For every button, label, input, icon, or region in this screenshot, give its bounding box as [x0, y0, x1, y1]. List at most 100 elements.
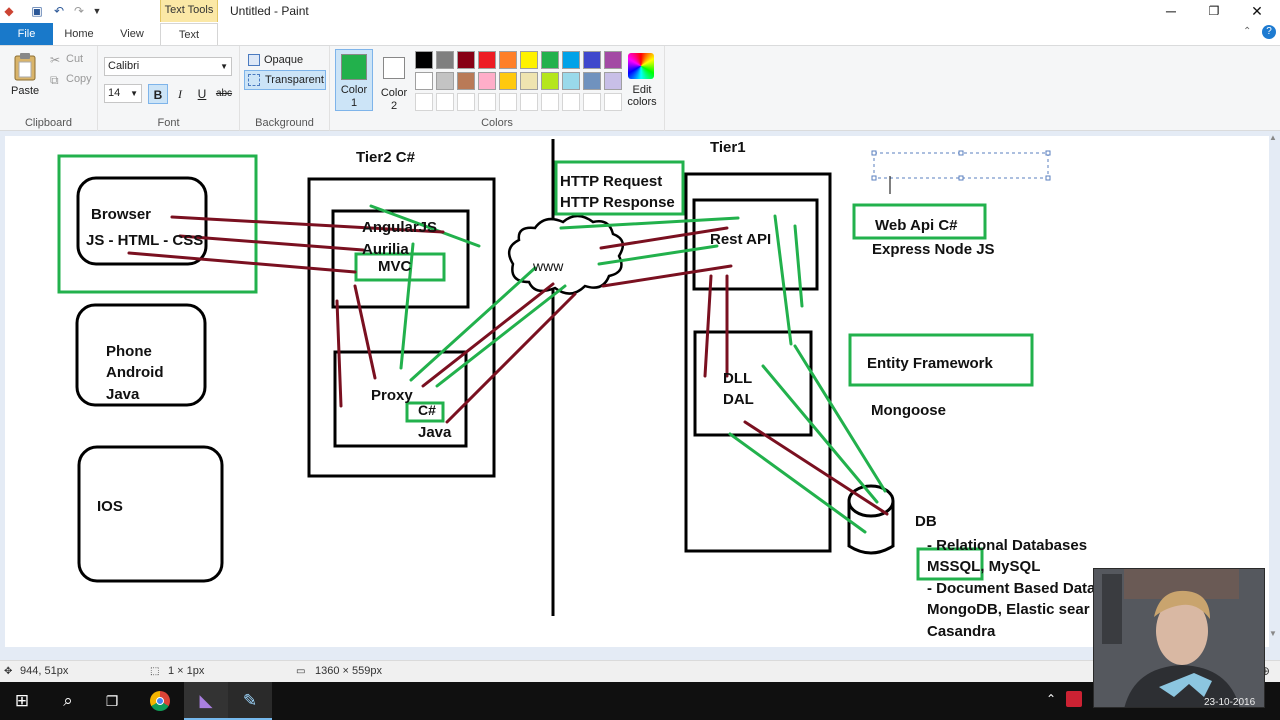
- tab-view[interactable]: View: [120, 28, 144, 40]
- zoom-in-icon[interactable]: ⊕: [1260, 664, 1271, 678]
- drawing-canvas[interactable]: Browser JS - HTML - CSS Phone Android Ja…: [5, 136, 1269, 647]
- palette-swatch[interactable]: [604, 72, 622, 90]
- edit-colors-button[interactable]: Edit colors: [622, 51, 662, 111]
- palette-swatch[interactable]: [415, 72, 433, 90]
- tier1-outer: [684, 172, 832, 553]
- save-icon[interactable]: ▣: [31, 4, 43, 18]
- tab-file[interactable]: File: [0, 23, 53, 45]
- edit-colors-label2: colors: [627, 96, 657, 108]
- paint-taskbar-icon[interactable]: ✎: [228, 682, 272, 720]
- italic-button[interactable]: I: [178, 87, 182, 101]
- close-icon[interactable]: ✕: [1251, 3, 1263, 19]
- csharp-green-box: [405, 401, 445, 423]
- palette-swatch[interactable]: [415, 51, 433, 69]
- palette-empty-swatch[interactable]: [436, 93, 454, 111]
- label-tier1: Tier1: [710, 139, 746, 156]
- palette-empty-swatch[interactable]: [562, 93, 580, 111]
- palette-empty-swatch[interactable]: [541, 93, 559, 111]
- color1-button[interactable]: Color 1: [335, 49, 373, 111]
- palette-swatch[interactable]: [499, 51, 517, 69]
- browser-box: [76, 176, 208, 266]
- tray-app-icon[interactable]: [1066, 691, 1082, 707]
- font-family-value: Calibri: [108, 60, 140, 72]
- opaque-button[interactable]: Opaque: [246, 51, 326, 69]
- copy-icon[interactable]: ⧉: [50, 73, 59, 87]
- palette-empty-swatch[interactable]: [583, 93, 601, 111]
- quick-access-dropdown-icon[interactable]: ▼: [92, 6, 102, 16]
- rainbow-icon: [628, 53, 654, 79]
- minimize-icon[interactable]: ─: [1166, 3, 1176, 19]
- tray-chevron-up-icon[interactable]: ⌃: [1046, 692, 1057, 706]
- tab-home[interactable]: Home: [64, 28, 94, 40]
- scroll-up-icon[interactable]: ▲: [1269, 133, 1277, 142]
- mvc-green-box: [354, 252, 446, 282]
- undo-icon[interactable]: ↶: [53, 4, 65, 18]
- webapi-green-box: [852, 203, 987, 240]
- windows-start-icon[interactable]: ⊞: [14, 691, 30, 710]
- color2-label: Color: [380, 87, 408, 99]
- label-proxy: Proxy: [371, 387, 413, 404]
- palette-empty-swatch[interactable]: [478, 93, 496, 111]
- chrome-icon[interactable]: [138, 682, 182, 720]
- paste-button[interactable]: Paste: [11, 85, 40, 97]
- collapse-ribbon-icon[interactable]: ⌃: [1243, 26, 1252, 37]
- restore-icon[interactable]: ❐: [1208, 4, 1220, 18]
- cut-button[interactable]: Cut: [66, 53, 84, 65]
- search-icon[interactable]: ⌕: [63, 691, 73, 710]
- label-mongoose: Mongoose: [871, 402, 946, 419]
- font-group: Calibri ▼ 14 ▼ B I U abc Font: [98, 46, 240, 132]
- palette-swatch[interactable]: [583, 51, 601, 69]
- bold-button[interactable]: B: [148, 84, 168, 104]
- transparent-button[interactable]: Transparent: [244, 70, 326, 90]
- label-mongodb: MongoDB, Elastic sear: [927, 601, 1090, 618]
- font-size-select[interactable]: 14 ▼: [104, 84, 142, 103]
- palette-swatch[interactable]: [520, 72, 538, 90]
- palette-swatch[interactable]: [541, 51, 559, 69]
- ios-box: [77, 445, 224, 583]
- palette-swatch[interactable]: [562, 72, 580, 90]
- palette-swatch[interactable]: [478, 51, 496, 69]
- edit-colors-label: Edit: [632, 84, 652, 96]
- palette-swatch[interactable]: [604, 51, 622, 69]
- palette-swatch[interactable]: [436, 72, 454, 90]
- cut-icon[interactable]: ✂: [50, 53, 61, 67]
- transparent-label: Transparent: [265, 74, 324, 86]
- palette-empty-swatch[interactable]: [457, 93, 475, 111]
- font-family-select[interactable]: Calibri ▼: [104, 57, 232, 76]
- label-java-proxy: Java: [418, 424, 452, 441]
- tab-text[interactable]: Text: [160, 23, 218, 45]
- label-dll: DLL: [723, 370, 753, 387]
- task-view-icon[interactable]: ❐: [105, 693, 119, 709]
- palette-empty-swatch[interactable]: [604, 93, 622, 111]
- strikethrough-button[interactable]: abc: [215, 88, 233, 99]
- text-selection-box: [873, 152, 1049, 179]
- palette-empty-swatch[interactable]: [415, 93, 433, 111]
- underline-button[interactable]: U: [197, 87, 207, 101]
- copy-button[interactable]: Copy: [66, 73, 92, 85]
- label-http-request: HTTP Request: [560, 173, 663, 190]
- visual-studio-icon[interactable]: ◣: [184, 682, 228, 720]
- image-size: 1360 × 559px: [315, 665, 382, 677]
- palette-swatch[interactable]: [436, 51, 454, 69]
- palette-swatch[interactable]: [583, 72, 601, 90]
- background-label: Background: [255, 117, 314, 129]
- palette-swatch[interactable]: [520, 51, 538, 69]
- palette-swatch[interactable]: [541, 72, 559, 90]
- scroll-down-icon[interactable]: ▼: [1269, 629, 1277, 638]
- palette-swatch[interactable]: [457, 72, 475, 90]
- canvas-area: Browser JS - HTML - CSS Phone Android Ja…: [0, 131, 1280, 661]
- colors-group: Color 1 Color 2 Edit colors Colors: [330, 46, 665, 132]
- palette-swatch[interactable]: [499, 72, 517, 90]
- palette-empty-swatch[interactable]: [499, 93, 517, 111]
- paste-icon[interactable]: [12, 52, 38, 82]
- redo-icon[interactable]: ↷: [73, 4, 85, 18]
- paint-app-icon[interactable]: ◆: [4, 4, 14, 18]
- palette-swatch[interactable]: [562, 51, 580, 69]
- help-icon[interactable]: ?: [1262, 25, 1276, 39]
- palette-swatch[interactable]: [457, 51, 475, 69]
- palette-swatch[interactable]: [478, 72, 496, 90]
- palette-empty-swatch[interactable]: [520, 93, 538, 111]
- color1-label: Color: [340, 84, 368, 96]
- color2-button[interactable]: Color 2: [376, 49, 412, 112]
- browser-green-frame: [57, 154, 258, 294]
